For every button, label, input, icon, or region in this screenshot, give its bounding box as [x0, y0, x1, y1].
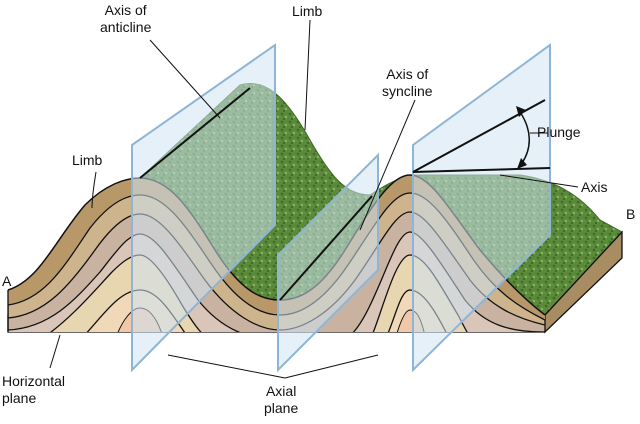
plunge-arrow: [519, 111, 530, 164]
axial-plane-middle: [277, 152, 379, 373]
anticline-axis-line: [139, 87, 251, 179]
plunge-arrowhead-bottom: [517, 158, 527, 169]
label-point-b: B: [626, 206, 636, 222]
axial-plane-right: [412, 43, 551, 373]
syncline-axis-line: [279, 195, 373, 301]
axial-plane-left: [131, 43, 276, 373]
plunge-arrowhead-top: [516, 106, 526, 117]
label-axis: Axis: [581, 179, 608, 195]
label-plunge: Plunge: [537, 124, 581, 140]
label-point-a: A: [2, 273, 12, 289]
label-limb-left: Limb: [72, 152, 103, 168]
leader-lines: [49, 19, 579, 379]
horizontal-reference-line: [412, 167, 551, 173]
label-limb-top: Limb: [292, 3, 323, 19]
